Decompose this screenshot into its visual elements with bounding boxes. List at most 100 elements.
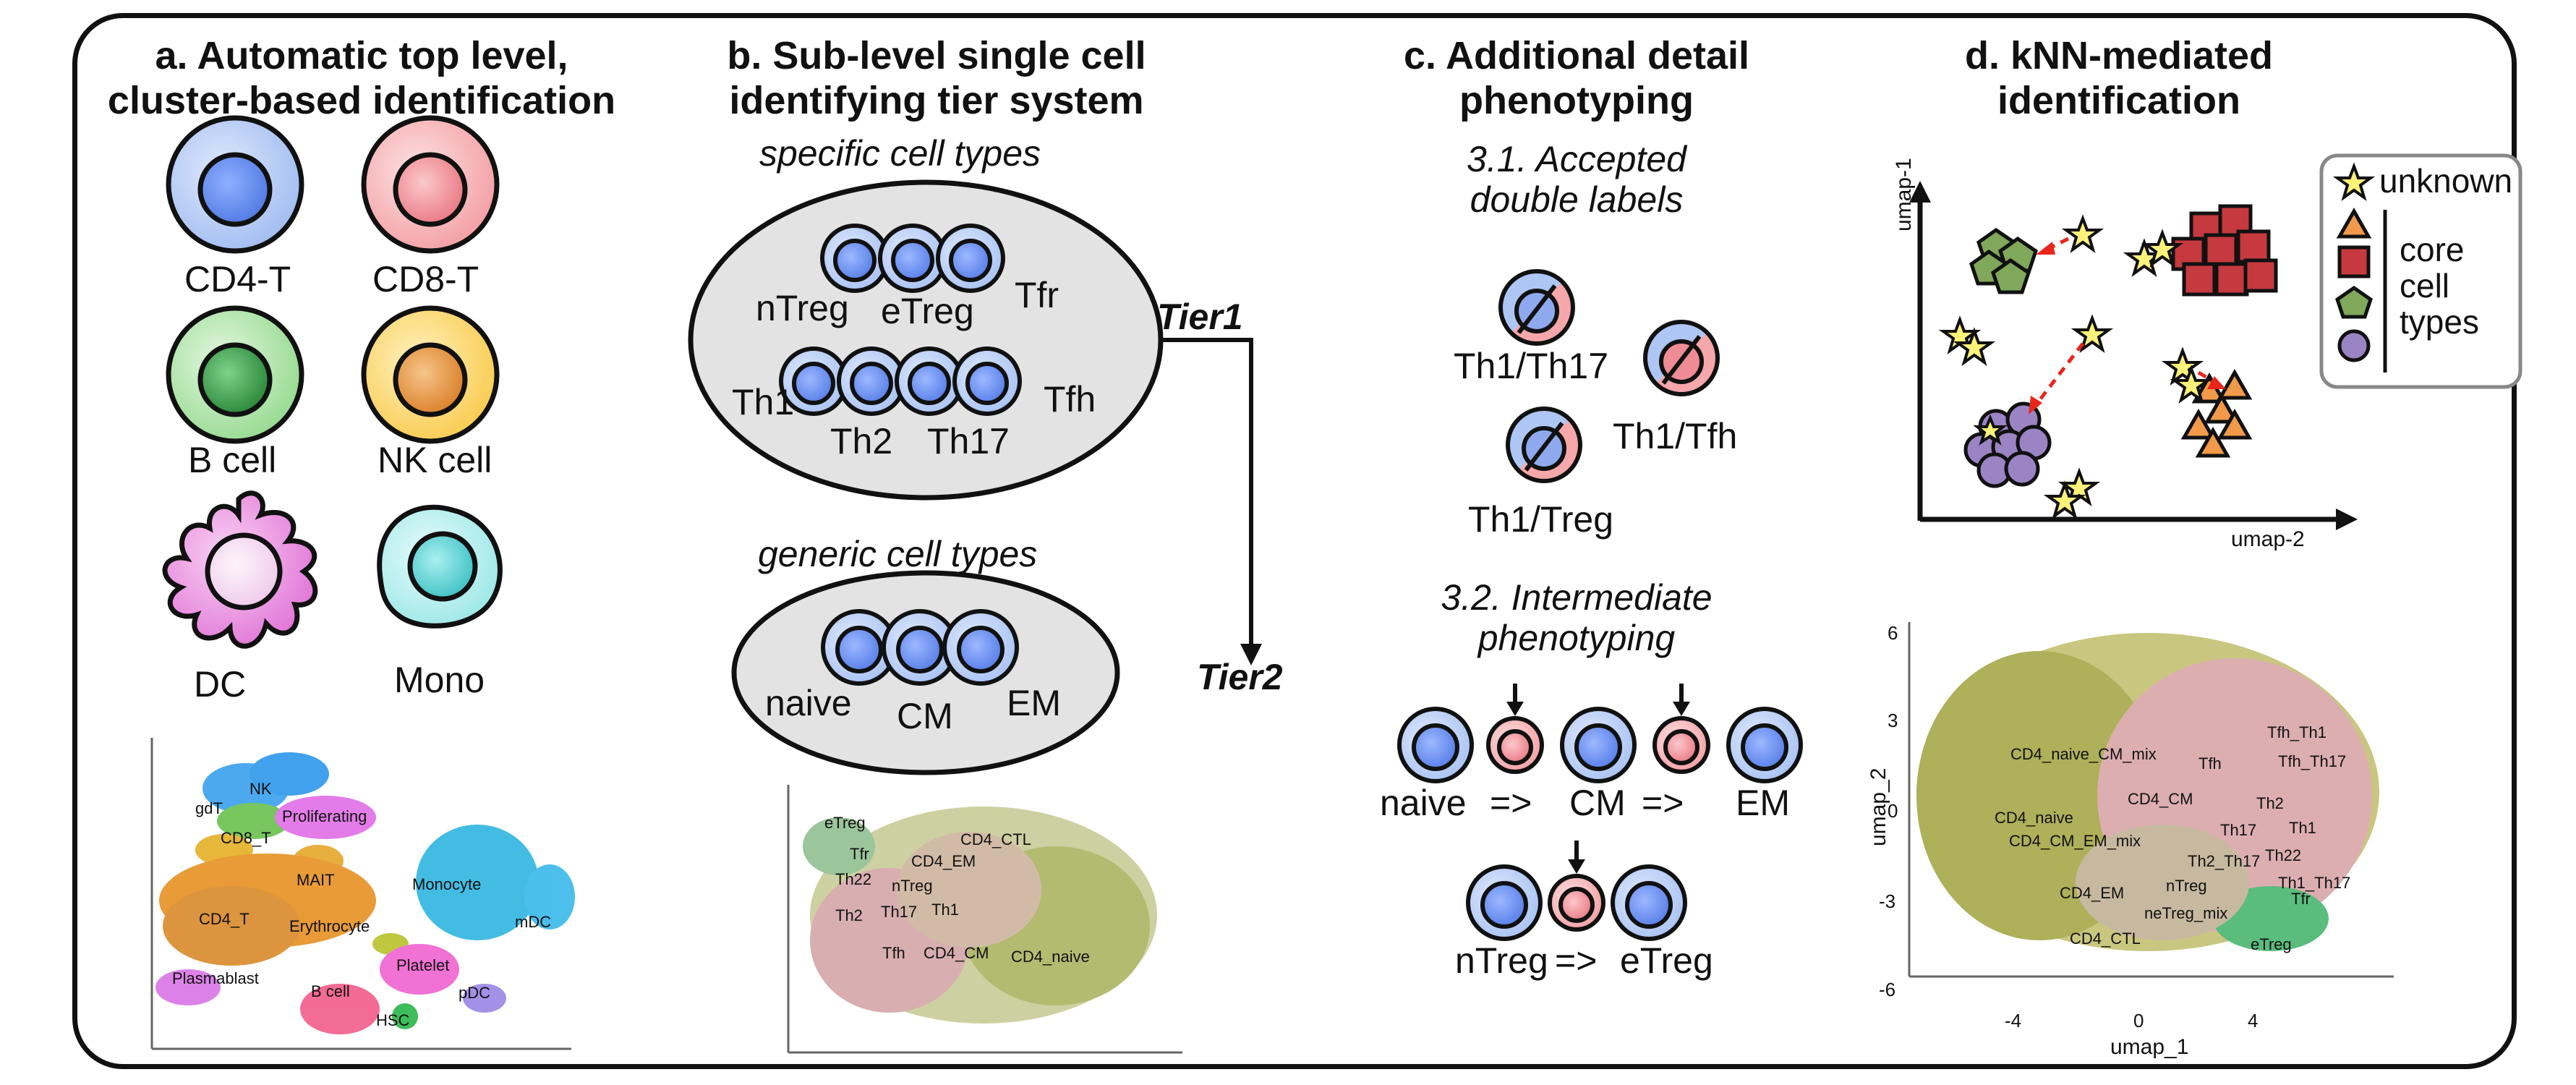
seq1-em: EM <box>1736 783 1790 823</box>
umap-b-label-cd4naive: CD4_naive <box>1011 948 1090 966</box>
umap-d-label-ntreg: nTreg <box>2166 877 2207 895</box>
panel-d-title-line2: identification <box>1997 79 2240 122</box>
umap-d-xtick-0: 0 <box>2133 1010 2144 1031</box>
umap-d-label-cd4-naive: CD4_naive <box>1995 809 2073 827</box>
legend-core-word3: types <box>2400 303 2479 341</box>
panel-d-umap <box>1908 622 2394 978</box>
umap-d-label-cd4-cm: CD4_CM <box>2128 790 2193 808</box>
umap-d-label-cd4-em: CD4_EM <box>2060 884 2125 902</box>
umap-b-label-th2: Th2 <box>835 906 863 924</box>
umap-d-label-netreg-mix: neTreg_mix <box>2144 904 2228 922</box>
umap-d-label-cd4-naive-cm-mix: CD4_naive_CM_mix <box>2010 745 2157 763</box>
legend-core-word1: core <box>2400 231 2465 268</box>
label-tfh: Tfh <box>1044 379 1096 420</box>
umap-d-xtick-neg4: -4 <box>2005 1010 2022 1031</box>
umap-d-ytick-neg3: -3 <box>1879 890 1896 912</box>
panel-a-title: a. Automatic top level, cluster-based id… <box>101 33 622 123</box>
mono-label: Mono <box>394 660 485 700</box>
seq1-arrow2: => <box>1642 783 1684 823</box>
umap-b-label-cd4em: CD4_EM <box>911 852 976 870</box>
umap-d-label-th17: Th17 <box>2220 821 2257 839</box>
umap-d-xtick-4: 4 <box>2248 1010 2259 1031</box>
legend-core-word2: cell <box>2400 267 2450 305</box>
umap-b-label-th17: Th17 <box>881 903 918 921</box>
knn-dashed-arrows <box>2029 237 2226 414</box>
umap-d-ytick-neg6: -6 <box>1879 979 1896 1000</box>
umap-d-label-th1-th17: Th1_Th17 <box>2278 874 2351 892</box>
umap-a-label-nk: NK <box>250 780 272 798</box>
nkcell-label: NK cell <box>378 440 492 480</box>
umap-d-label-cd4-cm-em-mix: CD4_CM_EM_mix <box>2009 832 2141 850</box>
umap-b-label-ntreg: nTreg <box>892 877 933 895</box>
label-th1-tfh: Th1/Tfh <box>1613 416 1738 456</box>
panel-c-sub1-line2: double labels <box>1470 179 1684 220</box>
umap-d-label-th22: Th22 <box>2265 846 2302 864</box>
seq2-etreg: eTreg <box>1620 940 1713 981</box>
umap-a-label-plasmablast: Plasmablast <box>172 969 259 987</box>
panel-d-title-line1: d. kNN-mediated <box>1964 34 2274 77</box>
specific-cells-row1 <box>820 224 1005 293</box>
umap-a-label-mait: MAIT <box>297 871 335 889</box>
label-ntreg: nTreg <box>756 288 849 328</box>
red-square-cluster <box>2171 204 2278 297</box>
umap-a-label-hsc: HSC <box>376 1011 410 1029</box>
panel-c-title-line1: c. Additional detail <box>1403 34 1750 77</box>
panel-c-title: c. Additional detail phenotyping <box>1374 33 1779 123</box>
legend-core-label: core cell types <box>2400 231 2479 340</box>
umap-a-label-bcell: B cell <box>311 982 350 1000</box>
green-pentagon-cluster <box>1969 227 2038 294</box>
umap-d-label-etreg: eTreg <box>2251 935 2292 953</box>
seq2-ntreg: nTreg <box>1455 940 1548 981</box>
umap-b-label-th22: Th22 <box>835 870 872 888</box>
specific-cells-row2 <box>779 346 1022 416</box>
dc-cell-icon <box>162 490 318 649</box>
panel-b-title-line1: b. Sub-level single cell <box>727 34 1146 77</box>
panel-c-sub1: 3.1. Accepted double labels <box>1439 139 1714 220</box>
cd4t-cell-icon <box>166 115 304 254</box>
specific-heading: specific cell types <box>759 133 1041 174</box>
umap-d-label-cd4-ctl: CD4_CTL <box>2070 929 2141 948</box>
umap-a-label-gdt: gdT <box>195 799 223 817</box>
cd8t-label: CD8-T <box>372 259 479 299</box>
seq1-cm: CM <box>1569 783 1626 823</box>
figure-frame <box>72 13 2517 1069</box>
bcell-icon <box>166 305 304 444</box>
mono-cell-icon <box>377 504 503 629</box>
umap-a-label-erythrocyte: Erythrocyte <box>289 917 370 935</box>
knn-legend <box>2319 153 2522 389</box>
panel-c-sub1-line1: 3.1. Accepted <box>1467 139 1686 179</box>
label-th1-th17: Th1/Th17 <box>1454 346 1609 386</box>
tier1-label: Tier1 <box>1157 297 1243 337</box>
panel-c-sub2-line1: 3.2. Intermediate <box>1441 577 1713 618</box>
umap-b-label-etreg: eTreg <box>824 814 866 832</box>
umap-d-ytick-3: 3 <box>1888 710 1898 731</box>
panel-d-title: d. kNN-mediated identification <box>1916 33 2321 123</box>
umap-d-ytick-0: 0 <box>1888 800 1898 822</box>
label-em: EM <box>1007 683 1061 723</box>
double-cell-th1-th17 <box>1498 269 1575 346</box>
knn-axis-y-label: umap-1 <box>1892 158 1916 231</box>
generic-cells-row <box>821 609 1019 686</box>
legend-unknown-label: unknown <box>2379 162 2513 200</box>
nkcell-icon <box>361 305 500 444</box>
umap-b-label-cd4ctl: CD4_CTL <box>960 830 1031 848</box>
umap-a-label-proliferating: Proliferating <box>282 807 367 825</box>
umap-a-label-monocyte: Monocyte <box>412 875 482 893</box>
generic-heading: generic cell types <box>758 534 1038 574</box>
umap-d-ytick-6: 6 <box>1888 622 1898 644</box>
tier-arrow <box>1161 338 1262 665</box>
unknown-star-markers <box>1938 214 2213 519</box>
umap-d-label-th1: Th1 <box>2289 819 2316 837</box>
cd4t-label: CD4-T <box>184 259 291 299</box>
umap-d-label-tfh-th17: Tfh_Th17 <box>2278 752 2347 770</box>
seq1-naive: naive <box>1380 783 1467 823</box>
purple-circle-cluster <box>1963 401 2052 488</box>
label-th17: Th17 <box>927 421 1010 461</box>
seq2-arrow: => <box>1555 940 1598 981</box>
panel-b-umap <box>787 785 1182 1054</box>
label-th1-treg: Th1/Treg <box>1468 499 1614 540</box>
umap-b-label-tfh: Tfh <box>882 944 905 962</box>
label-cm: CM <box>897 696 953 736</box>
